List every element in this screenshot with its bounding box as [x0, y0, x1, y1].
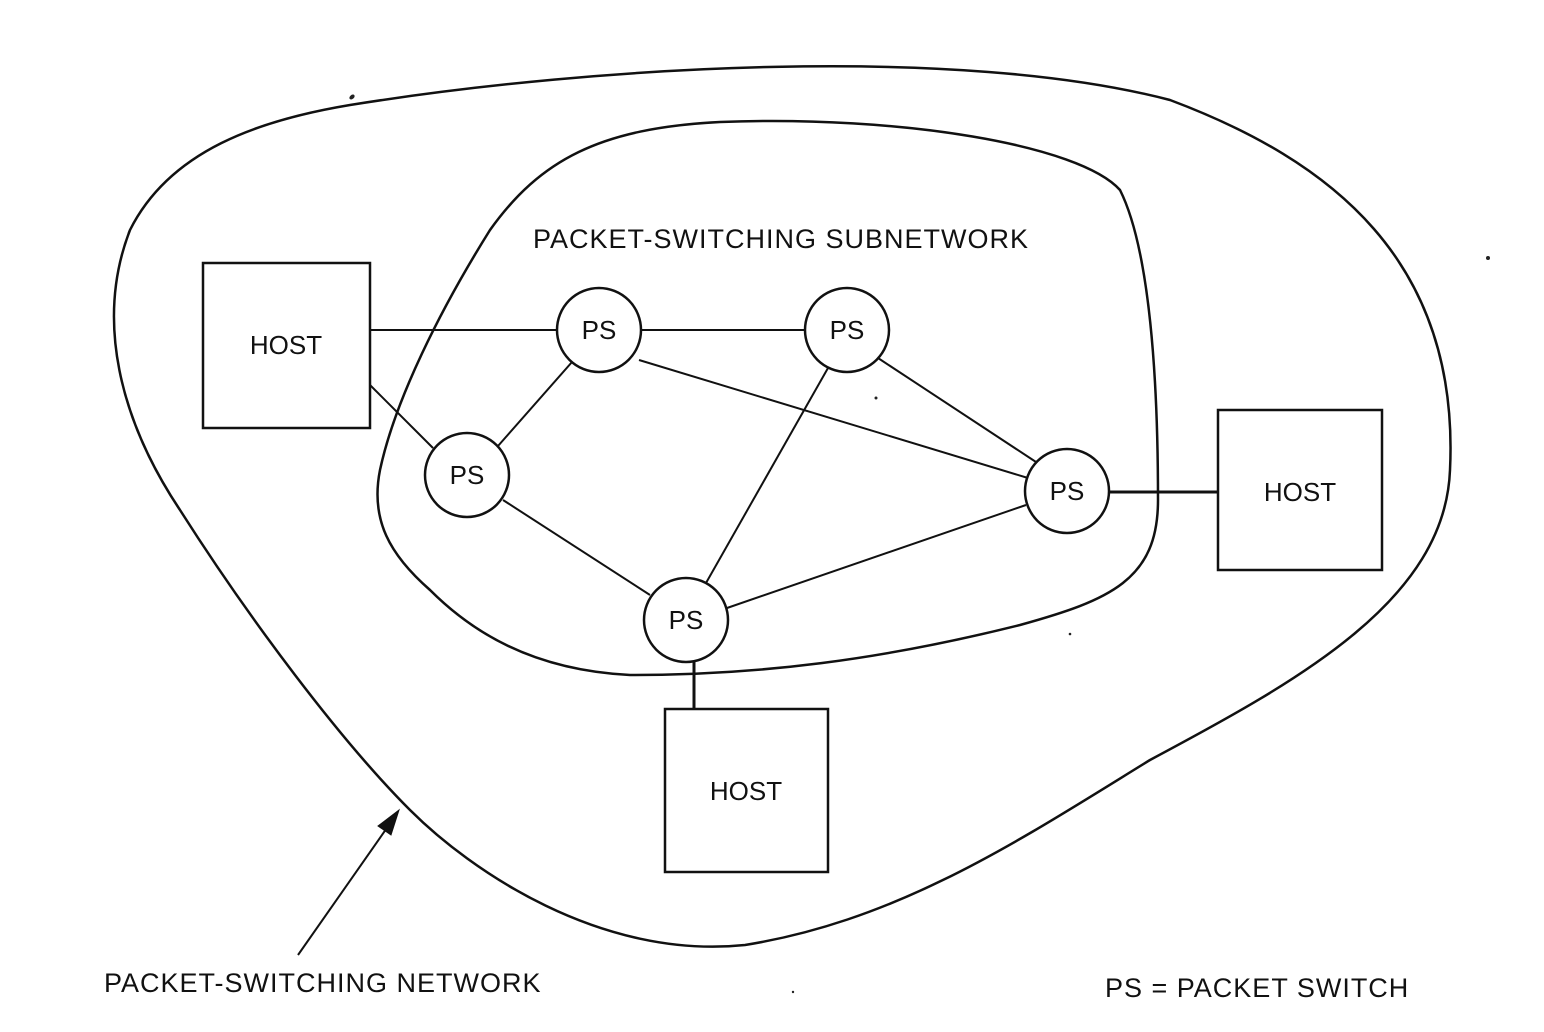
ps-top-right-label: PS: [830, 315, 865, 345]
speck: [1486, 256, 1490, 260]
ps-top-left: PS: [555, 286, 643, 374]
ps-top-left-circle: [555, 286, 643, 374]
packet-switching-network-boundary: [112, 65, 1452, 948]
link-ps-bottom-ps-right: [726, 504, 1027, 609]
scan-specks: [349, 94, 1490, 994]
packet-switching-subnetwork-boundary: [376, 119, 1160, 677]
ps-left-label: PS: [450, 460, 485, 490]
links-layer: [369, 329, 1218, 709]
host-bottom-label: HOST: [710, 776, 782, 806]
link-host-left-ps-left: [369, 384, 434, 449]
host-right: HOST: [1216, 408, 1384, 572]
host-left-label: HOST: [250, 330, 322, 360]
ps-bottom-label: PS: [669, 605, 704, 635]
host-right-box: [1216, 408, 1384, 572]
ps-right-circle: [1023, 447, 1111, 535]
speck: [1068, 632, 1072, 636]
subnetwork-label: PACKET-SWITCHING SUBNETWORK: [533, 224, 1029, 254]
ps-bottom: PS: [642, 576, 730, 664]
link-ps-top-left-ps-right: [638, 359, 1029, 479]
link-ps-top-right-ps-bottom: [705, 367, 829, 584]
speck: [874, 396, 878, 400]
host-left-box: [201, 261, 372, 430]
ps-top-right-circle: [803, 286, 891, 374]
link-ps-top-left-ps-left: [497, 361, 573, 447]
ps-bottom-circle: [642, 576, 730, 664]
network-label: PACKET-SWITCHING NETWORK: [104, 968, 542, 998]
ps-right: PS: [1023, 447, 1111, 535]
link-ps-left-ps-bottom: [502, 499, 651, 596]
ps-top-left-label: PS: [582, 315, 617, 345]
speck: [349, 94, 355, 100]
ps-right-label: PS: [1050, 476, 1085, 506]
link-ps-top-right-ps-right: [877, 357, 1037, 463]
host-left: HOST: [201, 261, 372, 430]
network-label-arrowhead: [377, 808, 400, 836]
ps-left: PS: [423, 431, 511, 519]
speck: [791, 990, 795, 994]
host-right-label: HOST: [1264, 477, 1336, 507]
legend-text: PS = PACKET SWITCH: [1105, 973, 1409, 1003]
host-bottom: HOST: [663, 707, 830, 874]
ps-top-right: PS: [803, 286, 891, 374]
host-bottom-box: [663, 707, 830, 874]
network-label-arrow-shaft: [297, 814, 397, 956]
ps-left-circle: [423, 431, 511, 519]
